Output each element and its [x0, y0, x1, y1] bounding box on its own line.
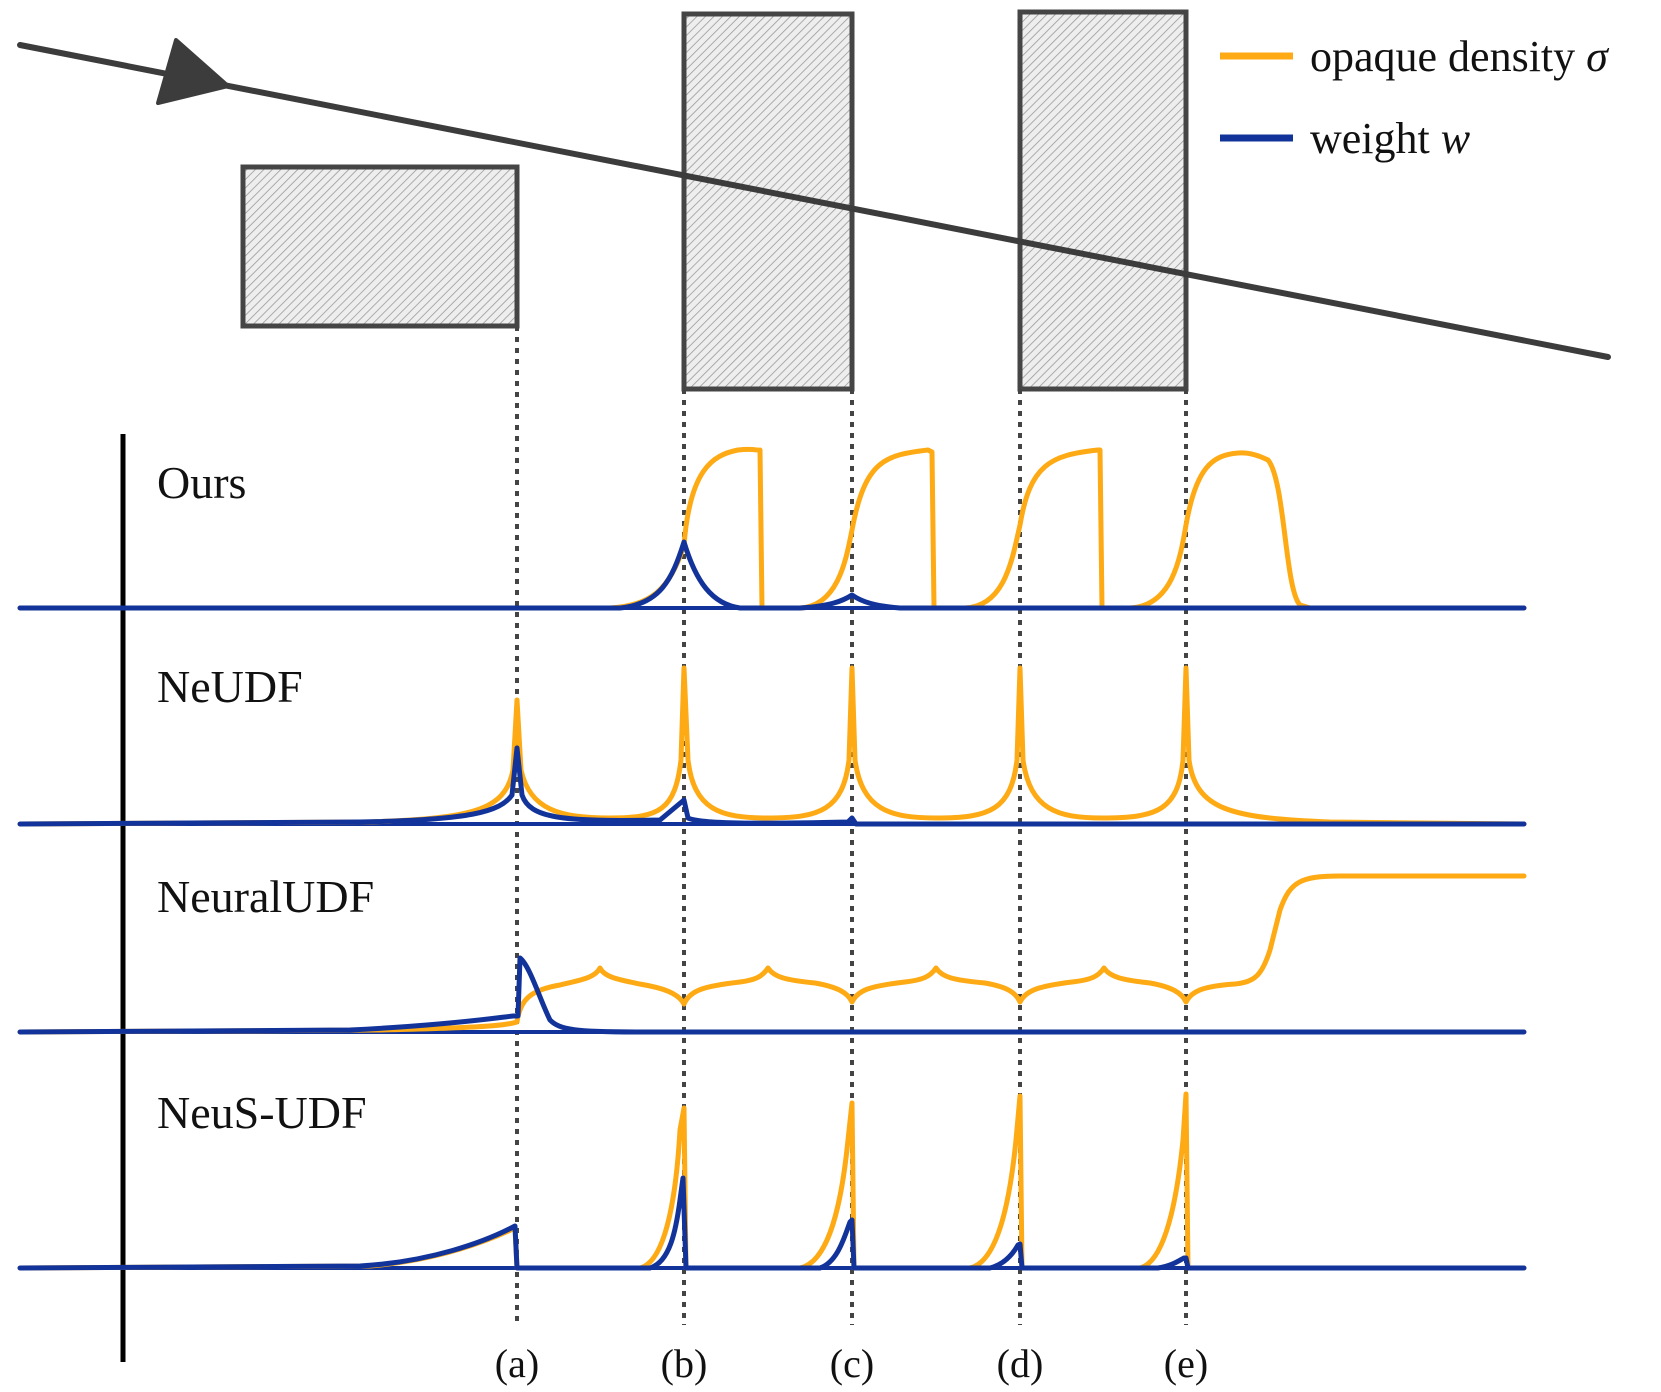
camera-ray: [17, 42, 1611, 360]
intersection-markers: (a) (b) (c) (d) (e): [495, 1341, 1208, 1386]
legend: opaque density σ weight w: [1220, 32, 1610, 163]
ours-weight-curve: [17, 539, 1527, 611]
marker-d: (d): [997, 1341, 1044, 1386]
marker-c: (c): [830, 1341, 874, 1386]
legend-density-symbol: σ: [1586, 32, 1610, 81]
marker-e: (e): [1164, 1341, 1208, 1386]
legend-weight-text: weight w: [1310, 114, 1471, 163]
legend-weight-symbol: w: [1441, 114, 1471, 163]
neuraludf-weight-curve: [17, 955, 1527, 1035]
method-label-neusudf: NeuS-UDF: [157, 1087, 367, 1138]
method-label-neudf: NeUDF: [157, 661, 303, 712]
legend-density-label: opaque density: [1310, 32, 1575, 81]
row-neuraludf: [17, 873, 1527, 1035]
row-neudf: [17, 665, 1527, 827]
ours-density-curve: [17, 446, 1527, 611]
legend-density-text: opaque density σ: [1310, 32, 1610, 81]
neudf-weight-curve: [17, 745, 1527, 827]
neusudf-weight-curve: [17, 1175, 1527, 1271]
neuraludf-density-curve: [17, 873, 1527, 1035]
method-label-ours: Ours: [157, 457, 246, 508]
ray-direction-arrow-icon: [156, 38, 230, 105]
neudf-density-curve: [17, 665, 1527, 827]
marker-a: (a): [495, 1341, 539, 1386]
legend-weight-label: weight: [1310, 114, 1430, 163]
row-neusudf: [17, 1091, 1527, 1271]
marker-b: (b): [661, 1341, 708, 1386]
object-box-3: [1017, 9, 1189, 392]
method-label-neuraludf: NeuralUDF: [157, 871, 374, 922]
object-box-1: [240, 164, 520, 329]
row-ours: [17, 446, 1527, 611]
